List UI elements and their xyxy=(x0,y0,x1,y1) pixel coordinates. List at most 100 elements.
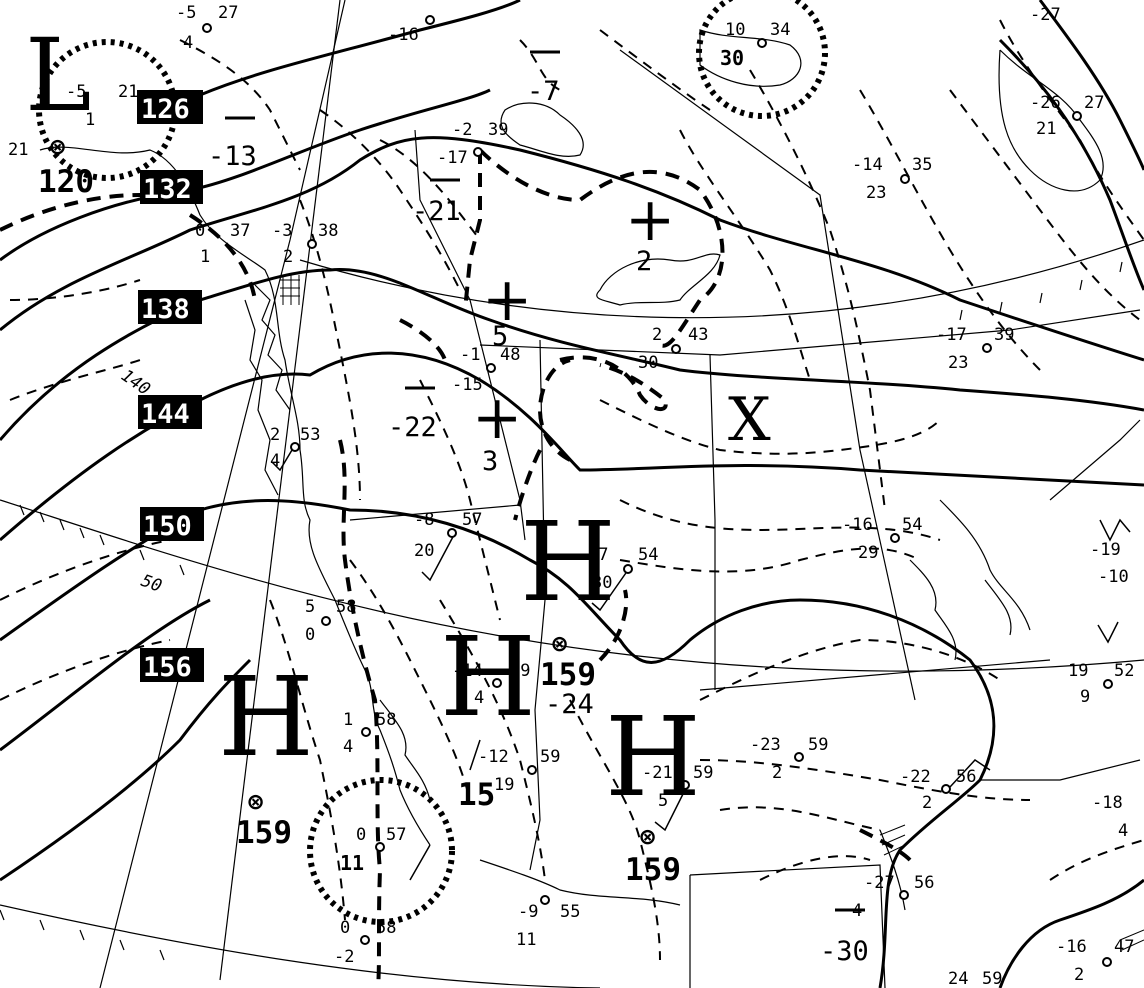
station-dot xyxy=(794,752,804,762)
thin-l xyxy=(619,547,921,573)
station-dot xyxy=(425,15,435,25)
station-dot xyxy=(1103,679,1113,689)
thin-t xyxy=(0,639,171,701)
barb-6 xyxy=(949,759,991,788)
x-marker: X xyxy=(728,385,771,455)
station-dot xyxy=(1102,957,1112,967)
station-44-temp: -27 xyxy=(1030,5,1061,25)
plus-marker-p1: + xyxy=(625,185,675,255)
station-dot xyxy=(486,363,496,373)
station-48-temp: -10 xyxy=(1098,567,1129,587)
contour-a xyxy=(199,0,521,97)
arctic-islands-2 xyxy=(699,29,802,87)
station-28-temp: 19 xyxy=(494,775,514,795)
station-dot xyxy=(540,895,550,905)
station-11-temp: 2 xyxy=(283,247,293,267)
temp-j xyxy=(513,449,542,521)
contour-b xyxy=(0,88,491,262)
plus-marker-p2: + xyxy=(482,265,532,335)
coast-inner-1 xyxy=(254,284,291,411)
station-dot xyxy=(757,38,767,48)
center-value-11: 11 xyxy=(340,851,364,875)
graticule-4 xyxy=(219,0,341,981)
minus-marker-m1-value: -7 xyxy=(527,76,560,107)
dotted-circle-ne xyxy=(696,0,828,119)
station-34-height: 55 xyxy=(560,902,580,922)
minus-marker-m5-value: -30 xyxy=(820,936,869,967)
thin-w xyxy=(349,559,471,801)
station-31-height: 57 xyxy=(386,825,406,845)
thin-bb xyxy=(599,29,711,111)
thin-k xyxy=(619,499,941,541)
arctic-islands-1 xyxy=(500,102,584,157)
thin-p xyxy=(759,855,871,881)
station-6-height: 21 xyxy=(118,82,138,102)
border-4 xyxy=(619,49,916,701)
station-46-temp: 29 xyxy=(858,543,878,563)
station-9-temp: 0 xyxy=(195,221,205,241)
station-27-temp: -12 xyxy=(478,747,509,767)
barb-1 xyxy=(271,444,296,472)
station-20-temp: 30 xyxy=(592,573,612,593)
station-39-temp: 23 xyxy=(866,183,886,203)
station-30-temp: 5 xyxy=(658,791,668,811)
station-51-height: 59 xyxy=(808,735,828,755)
temp-b xyxy=(463,150,482,311)
station-14-temp: -15 xyxy=(452,375,483,395)
hatch-grid xyxy=(280,275,1144,951)
station-17-temp: -8 xyxy=(414,510,434,530)
wind-barbs xyxy=(271,444,1131,881)
station-0-height: 39 xyxy=(488,120,508,140)
station-dot xyxy=(900,174,910,184)
station-23-height: 59 xyxy=(510,661,530,681)
minus-marker-m4-value: -22 xyxy=(388,412,437,443)
high-center-c1-symbol: H xyxy=(520,498,616,626)
thin-x xyxy=(439,599,546,881)
barb-9 xyxy=(409,844,431,881)
barb-8 xyxy=(469,739,481,771)
contour-j xyxy=(1038,0,1144,171)
florida-coast xyxy=(879,829,906,911)
station-9-height: 37 xyxy=(230,221,250,241)
height-label-132-text: 132 xyxy=(143,174,192,205)
thin-c xyxy=(319,109,461,291)
station-31-temp: 0 xyxy=(356,825,366,845)
graticule-3 xyxy=(299,239,1144,319)
plus-marker-p1-value: 2 xyxy=(636,246,652,277)
graticule-ticks xyxy=(0,261,1123,961)
high-center-sw-value: 159 xyxy=(236,815,292,851)
temp-d xyxy=(399,318,447,361)
station-6-temp: -5 xyxy=(66,82,86,102)
station-dot xyxy=(680,780,690,790)
station-50-temp: 9 xyxy=(1080,687,1090,707)
high-center-c3-value: 159 xyxy=(625,852,681,888)
height-label-group: 126 132 138 144 150 156 xyxy=(137,90,204,683)
station-8-temp: 21 xyxy=(8,140,28,160)
station-45-height: 54 xyxy=(902,515,922,535)
contour-g xyxy=(0,598,211,752)
station-dot xyxy=(492,678,502,688)
station-49-height: 52 xyxy=(1114,661,1134,681)
height-label-126-text: 126 xyxy=(141,94,190,125)
center-value-15: 15 xyxy=(458,777,495,813)
contour-f xyxy=(0,499,996,988)
border-3 xyxy=(349,504,521,521)
station-34-temp: -9 xyxy=(518,902,538,922)
barb-4 xyxy=(1099,518,1131,542)
station-7-temp: 1 xyxy=(85,110,95,130)
station-4-height: 27 xyxy=(218,3,238,23)
station-dot xyxy=(890,533,900,543)
station-38-height: 35 xyxy=(912,155,932,175)
contour-k xyxy=(998,878,1144,988)
station-36-height: 43 xyxy=(688,325,708,345)
barb-7 xyxy=(654,789,686,832)
station-dot xyxy=(321,616,331,626)
thin-g xyxy=(949,89,1141,321)
station-dot xyxy=(527,765,537,775)
gulf-coast xyxy=(479,859,681,906)
labrador-coast xyxy=(939,499,1031,631)
station-47-temp: -19 xyxy=(1090,540,1121,560)
station-59-temp: -16 xyxy=(1056,937,1087,957)
